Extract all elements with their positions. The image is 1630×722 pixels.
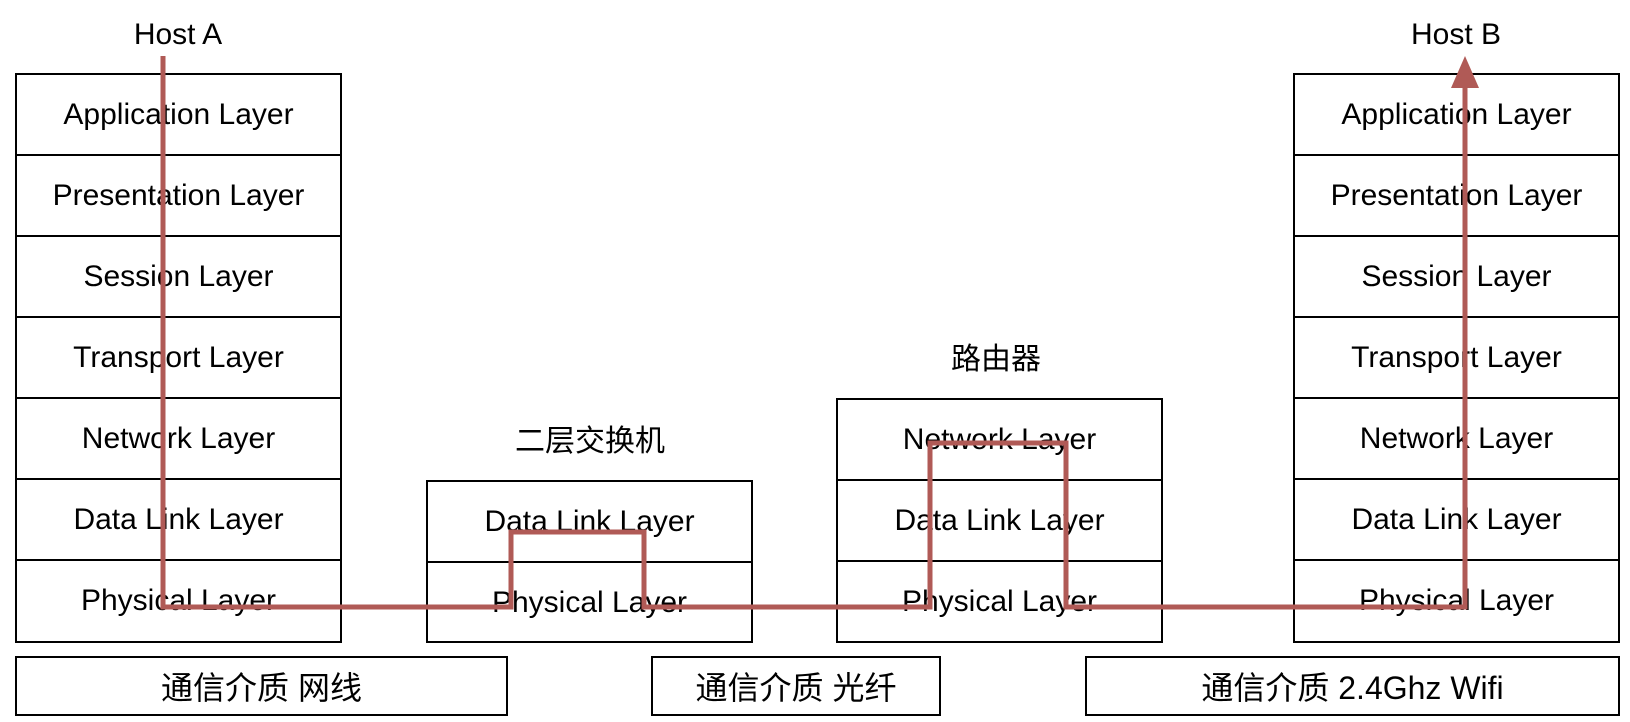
switch-stack: Data Link Layer Physical Layer [426,480,753,643]
data-flow-line [160,56,1468,610]
router-physical-layer: Physical Layer [901,584,1098,618]
router-title: 路由器 [951,343,1041,376]
medium-fiber: 通信介质 光纤 [651,656,941,716]
router-stack: Network Layer Data Link Layer Physical L… [836,398,1163,643]
switch-physical-layer: Physical Layer [491,585,688,619]
host-b-application-layer: Application Layer [1295,75,1618,156]
router-data-link-layer: Data Link Layer [838,481,1161,562]
host-a-data-link-layer: Data Link Layer [17,480,340,561]
host-b-presentation-layer: Presentation Layer [1295,156,1618,237]
host-b-physical-layer: Physical Layer [1358,583,1555,617]
host-a-stack: Application Layer Presentation Layer Ses… [15,73,342,643]
host-a-application-layer: Application Layer [17,75,340,156]
host-b-title: Host B [1410,18,1502,51]
host-a-physical-layer: Physical Layer [80,583,277,617]
host-b-network-layer: Network Layer [1295,399,1618,480]
host-a-presentation-layer: Presentation Layer [17,156,340,237]
host-a-title: Host A [133,18,223,51]
host-a-network-layer: Network Layer [17,399,340,480]
host-b-data-link-layer: Data Link Layer [1295,480,1618,561]
switch-title: 二层交换机 [515,425,665,458]
switch-data-link-layer: Data Link Layer [428,482,751,563]
medium-cable: 通信介质 网线 [15,656,508,716]
host-b-stack: Application Layer Presentation Layer Ses… [1293,73,1620,643]
host-a-transport-layer: Transport Layer [17,318,340,399]
host-a-session-layer: Session Layer [17,237,340,318]
medium-wifi: 通信介质 2.4Ghz Wifi [1085,656,1620,716]
host-b-session-layer: Session Layer [1295,237,1618,318]
router-network-layer: Network Layer [838,400,1161,481]
host-b-transport-layer: Transport Layer [1295,318,1618,399]
